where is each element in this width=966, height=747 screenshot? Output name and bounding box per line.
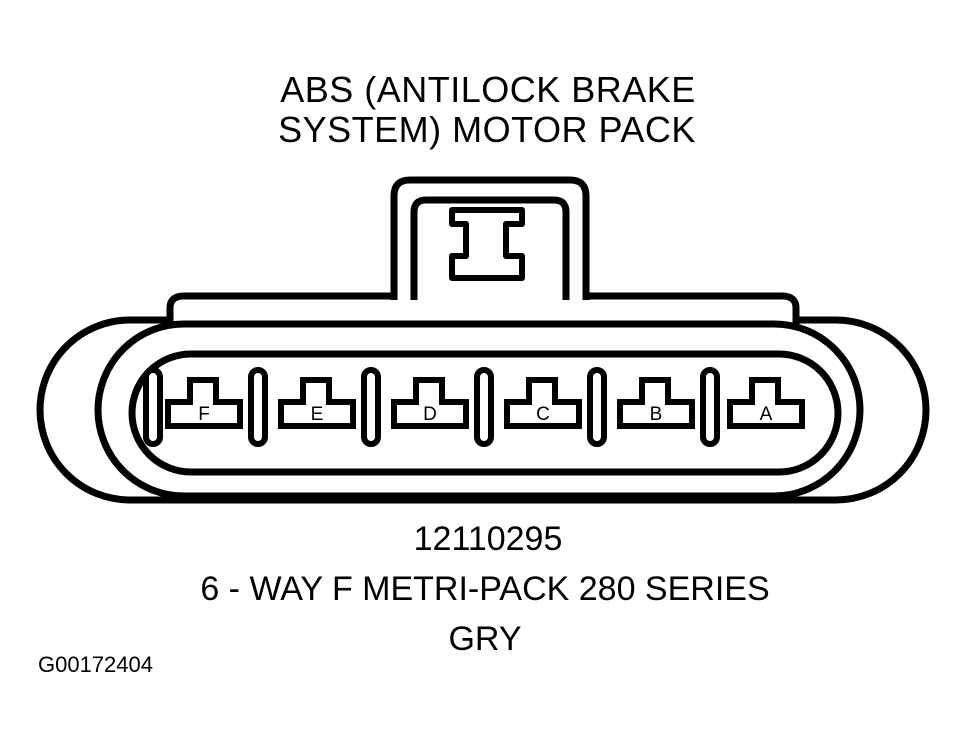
pin-label-d: D [423, 404, 437, 425]
pin-label-f: F [198, 404, 210, 425]
separator [361, 367, 381, 447]
title-line-1: ABS (ANTILOCK BRAKE [280, 69, 696, 110]
figure-id: G00172404 [38, 652, 153, 677]
connector-series: 6 - WAY F METRI-PACK 280 SERIES [200, 570, 770, 608]
locking-tab-inner [410, 196, 570, 300]
locking-tab-latch [449, 207, 525, 281]
pin-label-c: C [536, 404, 550, 425]
pin-cavity-d [391, 377, 469, 429]
pin-cavity-a [727, 377, 805, 429]
pin-label-b: B [650, 404, 663, 425]
separator [474, 367, 494, 447]
part-number: 12110295 [413, 520, 563, 558]
pin-cavity-c [504, 377, 582, 429]
diagram-title: ABS (ANTILOCK BRAKE SYSTEM) MOTOR PACK [0, 70, 966, 150]
separator [248, 367, 268, 447]
separator-left-end [143, 367, 163, 447]
separator [587, 367, 607, 447]
cavity-separators [143, 367, 720, 447]
pin-cavity-b [617, 377, 695, 429]
pin-cavity-e [278, 377, 356, 429]
pin-label-a: A [760, 404, 773, 425]
separator [700, 367, 720, 447]
pin-cavity-f [165, 377, 243, 429]
title-line-2: SYSTEM) MOTOR PACK [278, 109, 696, 150]
connector-color: GRY [448, 620, 522, 658]
pin-label-e: E [311, 404, 324, 425]
